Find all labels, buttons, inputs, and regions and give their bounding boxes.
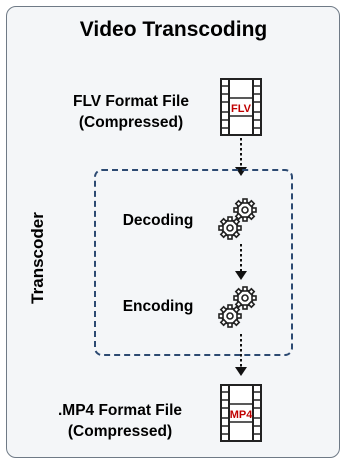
decoding-label: Decoding	[122, 212, 194, 229]
diagram-title: Video Transcoding	[79, 18, 268, 41]
output-file-name: .MP4 Format File	[57, 402, 183, 419]
encoding-label: Encoding	[122, 298, 194, 315]
output-file-label: .MP4 Format File (Compressed)	[40, 400, 200, 442]
output-file-note: (Compressed)	[67, 423, 173, 440]
output-format-badge: MP4	[230, 409, 254, 421]
transcoder-box	[94, 169, 293, 356]
source-file-note: (Compressed)	[78, 114, 184, 131]
arrow-down-icon	[235, 244, 247, 280]
decoding-gears-icon	[218, 198, 257, 240]
source-film-strip-icon: FLV	[220, 78, 262, 136]
arrow-down-icon	[235, 334, 247, 376]
transcoder-label: Transcoder	[28, 212, 47, 304]
source-file-label: FLV Format File (Compressed)	[56, 91, 206, 133]
source-format-badge: FLV	[231, 103, 252, 115]
encoding-gears-icon	[218, 286, 257, 328]
source-file-name: FLV Format File	[73, 93, 189, 110]
output-film-strip-icon: MP4	[220, 384, 262, 442]
diagram-card	[6, 6, 340, 458]
